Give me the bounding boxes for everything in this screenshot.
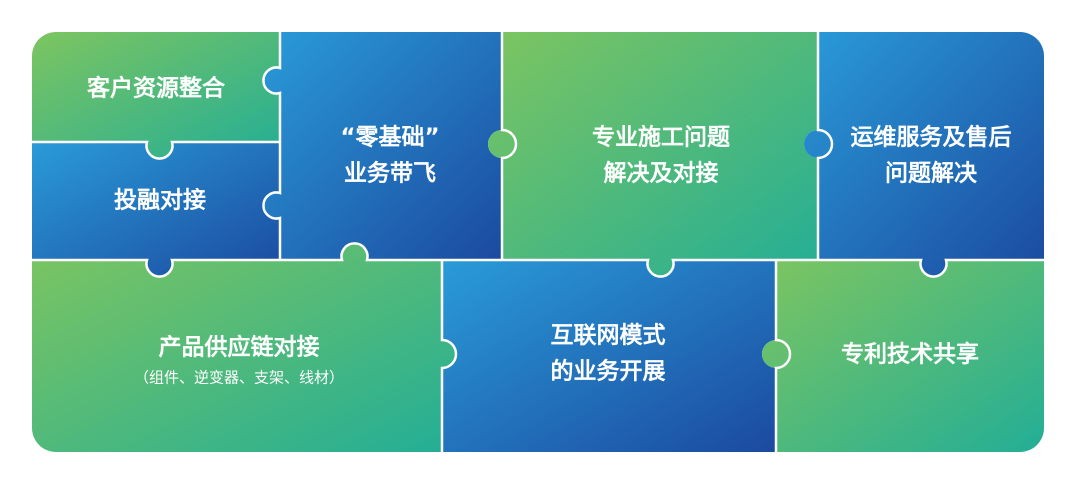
label-text-line2: 解决及对接: [604, 160, 719, 187]
piece-internet-model: [442, 260, 776, 452]
label-customer-resources: 客户资源整合: [87, 75, 226, 102]
label-patent-sharing: 专利技术共享: [841, 341, 979, 368]
piece-zero-basis: [263, 32, 502, 260]
label-text-line2: 问题解决: [885, 160, 978, 187]
label-internet-model: 互联网模式 的业务开展: [551, 323, 666, 385]
label-om-aftersales: 运维服务及售后 问题解决: [851, 124, 1012, 187]
piece-patent-sharing: [762, 260, 1044, 452]
label-text: 投融对接: [114, 188, 206, 214]
label-text-line2: 的业务开展: [551, 358, 666, 385]
label-subtext: （组件、逆变器、支架、线材）: [134, 369, 344, 387]
label-construction-issues: 专业施工问题 解决及对接: [592, 124, 730, 187]
puzzle-seams: [32, 32, 1044, 452]
label-text: 客户资源整合: [87, 75, 226, 102]
piece-product-supply: [32, 243, 456, 452]
label-text-line2: 业务带飞: [344, 161, 436, 187]
label-text-line1: “零基础”: [340, 125, 439, 151]
label-text: 专利技术共享: [841, 341, 979, 368]
piece-investment-financing: [32, 142, 280, 277]
piece-customer-resources: [32, 32, 280, 159]
piece-construction-issues: [487, 32, 818, 277]
piece-om-aftersales: [803, 32, 1044, 277]
label-text: 产品供应链对接: [159, 334, 320, 361]
label-text-line1: 运维服务及售后: [851, 124, 1012, 151]
puzzle-board: [32, 32, 1044, 452]
label-product-supply: 产品供应链对接 （组件、逆变器、支架、线材）: [134, 334, 344, 387]
label-zero-basis: “零基础” 业务带飞: [340, 125, 439, 187]
label-investment-financing: 投融对接: [114, 188, 206, 214]
label-text-line1: 专业施工问题: [592, 124, 730, 151]
label-text-line1: 互联网模式: [551, 323, 666, 349]
